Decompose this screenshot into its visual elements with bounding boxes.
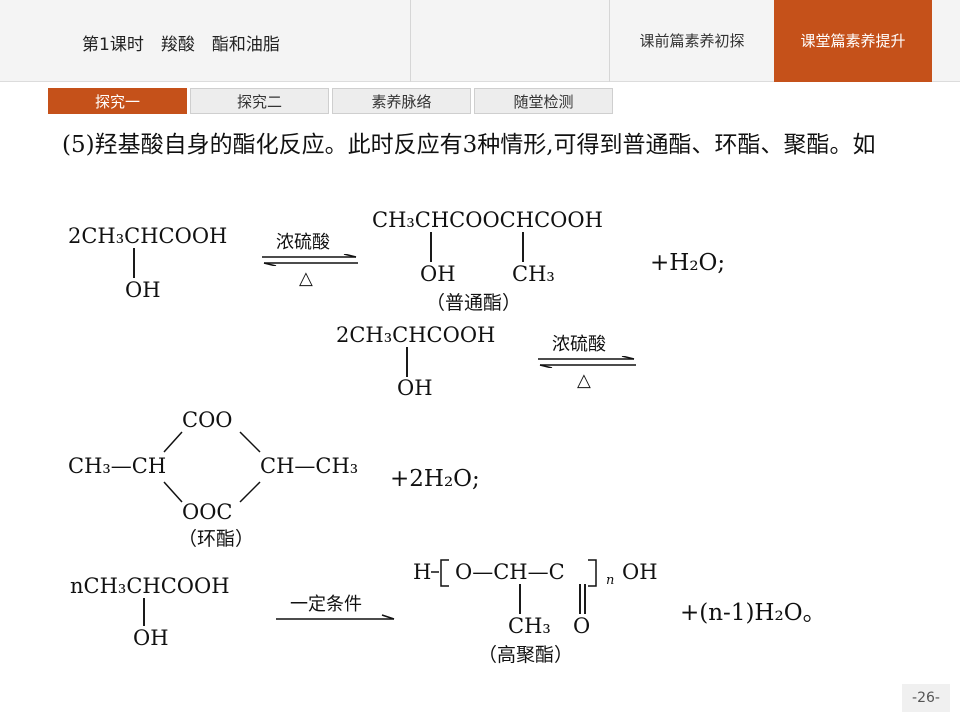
r3-poly-h: H: [413, 560, 432, 584]
r1-product-bond-oh: [430, 232, 432, 262]
r1-product-label: （普通酯）: [426, 292, 522, 314]
r2-product-label: （环酯）: [178, 528, 255, 550]
r3-poly-bond-ch3: [519, 584, 521, 614]
header-bar: 第1课时 羧酸 酯和油脂 课前篇素养初探 课堂篇素养提升: [0, 0, 960, 82]
r1-heat-icon: △: [299, 268, 313, 289]
r1-product: CH₃CHCOOCHCOOH: [372, 208, 603, 232]
r3-reactant-bond: [143, 598, 145, 626]
r3-poly-bond-o-2: [584, 584, 586, 614]
intro-paragraph: (5)羟基酸自身的酯化反应。此时反应有3种情形,可得到普通酯、环酯、聚酯。如: [62, 132, 876, 158]
r3-poly-o: O: [573, 614, 591, 638]
r2-ring-left: CH₃—CH: [68, 454, 167, 478]
r3-poly-bond-o-1: [579, 584, 581, 614]
r3-poly-oh: OH: [622, 560, 658, 584]
subnav-context[interactable]: 素养脉络: [332, 88, 471, 114]
r3-poly-ch3: CH₃: [508, 614, 551, 638]
r3-poly-n: n: [606, 573, 615, 588]
r2-reactant-oh: OH: [397, 376, 433, 400]
r2-ring-top: COO: [182, 408, 233, 432]
r1-product-ch3: CH₃: [512, 262, 555, 286]
r2-catalyst: 浓硫酸: [552, 334, 606, 355]
r3-byproduct: +(n-1)H₂O。: [680, 600, 826, 626]
r2-reactant: 2CH₃CHCOOH: [336, 323, 496, 347]
r2-heat-icon: △: [577, 370, 591, 391]
r3-product-label: （高聚酯）: [478, 644, 574, 666]
r3-forward-arrow: [276, 614, 395, 620]
r3-poly-chain: O—CH—C: [455, 560, 565, 584]
r1-catalyst: 浓硫酸: [276, 232, 330, 253]
r2-ring-right: CH—CH₃: [260, 454, 359, 478]
r3-bracket-left: [431, 559, 449, 587]
page-number: -26-: [902, 684, 950, 712]
subnav-explore-1[interactable]: 探究一: [48, 88, 187, 114]
r3-condition: 一定条件: [290, 594, 362, 615]
header-divider: [609, 0, 610, 82]
subnav-quiz[interactable]: 随堂检测: [474, 88, 613, 114]
r1-product-bond-ch3: [522, 232, 524, 262]
r1-product-oh: OH: [420, 262, 456, 286]
tab-pre-class[interactable]: 课前篇素养初探: [639, 32, 745, 50]
r1-reversible-arrow: [262, 254, 358, 266]
r2-byproduct: +2H₂O;: [390, 466, 480, 492]
r3-reactant: nCH₃CHCOOH: [70, 574, 230, 598]
r1-reactant-bond: [133, 248, 135, 278]
r3-reactant-oh: OH: [133, 626, 169, 650]
r2-ring-bonds: [163, 431, 261, 503]
r3-bracket-right: [588, 559, 597, 587]
r1-reactant-oh: OH: [125, 278, 161, 302]
subnav-explore-2[interactable]: 探究二: [190, 88, 329, 114]
lesson-title: 第1课时 羧酸 酯和油脂: [82, 35, 280, 55]
r1-reactant: 2CH₃CHCOOH: [68, 224, 228, 248]
r2-reversible-arrow: [538, 356, 636, 368]
tab-in-class[interactable]: 课堂篇素养提升: [774, 0, 932, 82]
r1-byproduct: +H₂O;: [650, 250, 726, 276]
r2-ring-bottom: OOC: [182, 500, 233, 524]
header-divider: [410, 0, 411, 82]
r2-reactant-bond: [406, 347, 408, 377]
